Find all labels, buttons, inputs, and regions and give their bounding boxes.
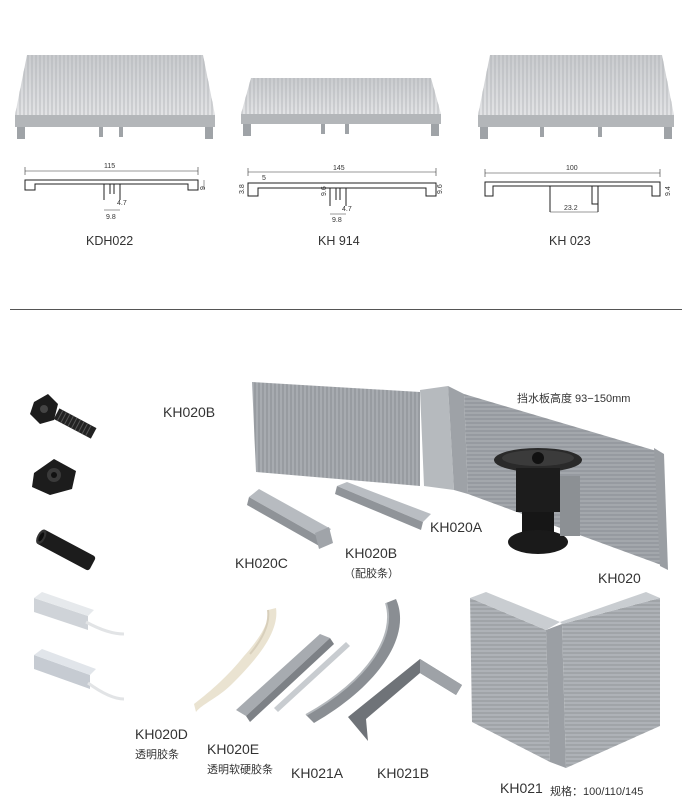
profile-kh023-photo (478, 55, 674, 139)
curved-strip-part (305, 599, 401, 723)
profile-kh023-drawing: 100 9.4 23.2 (484, 165, 672, 213)
dim-kh914-height: 9.6 (437, 184, 444, 194)
leveling-foot-part (494, 448, 582, 554)
bolt-part (30, 394, 97, 439)
label-kh020e: KH020E (207, 741, 260, 757)
label-kh020c: KH020C (235, 555, 288, 571)
dim-kh914-lip: 5 (262, 175, 266, 182)
dim-kh914-left-h: 3.8 (239, 184, 246, 194)
clear-strip-part-1 (34, 592, 125, 636)
kh021a-part (236, 634, 350, 722)
dim-kh914-width: 145 (333, 165, 345, 172)
label-kh020b-mid: KH020B (345, 545, 398, 561)
kh020c-part (247, 489, 333, 549)
label-kh020e-note: 透明软硬胶条 (207, 764, 273, 776)
profile-kdh022-photo (15, 55, 215, 139)
profile-kh914-drawing: 145 5 3.8 9.6 9.6 4.7 9.8 (239, 165, 444, 224)
nut-base-part (32, 459, 76, 495)
dim-kh023-width: 100 (566, 165, 578, 172)
label-kh020: KH020 (598, 570, 641, 586)
label-kh021: KH021 (500, 780, 543, 796)
dim-kh023-gap: 23.2 (564, 205, 578, 212)
kh021b-part (348, 659, 462, 741)
label-kh021a: KH021A (291, 765, 344, 781)
profile-kh914-photo (241, 78, 441, 136)
model-label-kdh022: KDH022 (86, 234, 134, 248)
dim-kdh022-height: 9 (200, 186, 207, 190)
model-label-kh914: KH 914 (318, 234, 360, 248)
label-kh020a: KH020A (430, 519, 483, 535)
section-divider (10, 309, 682, 310)
label-kh020d-note: 透明胶条 (135, 749, 179, 761)
kh020e-part (194, 608, 277, 712)
dim-kdh022-width: 115 (104, 163, 115, 170)
label-kh021-note: 规格：100/110/145 (550, 786, 644, 798)
tube-part (36, 529, 96, 571)
label-kh021b: KH021B (377, 765, 430, 781)
dim-kh914-gap: 9.8 (332, 217, 342, 224)
dim-kh914-slot-h: 9.6 (321, 186, 328, 196)
dim-kh914-slot: 4.7 (342, 206, 352, 213)
label-kh020b-top: KH020B (163, 404, 216, 420)
model-label-kh023: KH 023 (549, 234, 591, 248)
label-water-note: 挡水板高度 93−150mm (517, 393, 631, 405)
kh020b-small-part (335, 482, 431, 530)
label-kh020d: KH020D (135, 726, 188, 742)
clear-strip-part-2 (34, 649, 125, 701)
kh021-corner-plinth (470, 592, 660, 768)
profile-kdh022-drawing: 115 9 4.7 9.8 (24, 163, 207, 221)
dim-kh023-height: 9.4 (665, 186, 672, 196)
dim-kdh022-gap: 9.8 (106, 214, 116, 221)
label-kh020b-mid-note: （配胶条） (344, 568, 399, 580)
dim-kdh022-slot: 4.7 (117, 200, 127, 207)
